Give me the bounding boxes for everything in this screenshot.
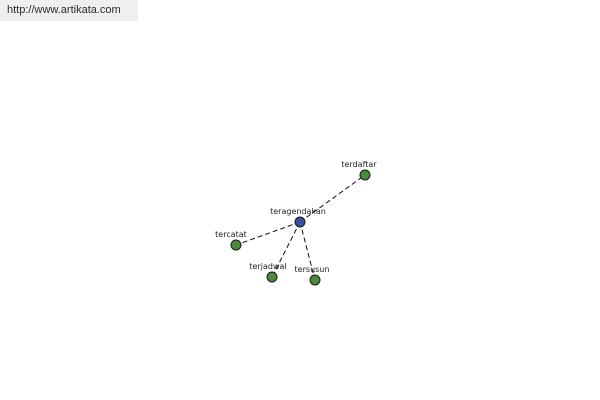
node-terjadwal-label: terjadwal bbox=[249, 262, 286, 271]
label-layer: terdaftar tercatat terjadwal tersusun terage… bbox=[215, 160, 377, 274]
node-tersusun-label: tersusun bbox=[295, 265, 330, 274]
node-tercatat-circle bbox=[230, 239, 242, 251]
edge-tercatat bbox=[235, 221, 301, 246]
node-tersusun-circle bbox=[309, 274, 321, 286]
edge-layer bbox=[235, 174, 366, 281]
edge-tersusun bbox=[299, 221, 316, 281]
node-terdaftar-label: terdaftar bbox=[341, 160, 377, 169]
edge-terdaftar bbox=[299, 174, 366, 223]
node-tercatat-label: tercatat bbox=[215, 230, 247, 239]
edge-terjadwal bbox=[271, 221, 301, 278]
node-center-circle bbox=[294, 216, 306, 228]
node-center-label: teragendakan bbox=[270, 207, 326, 216]
node-layer bbox=[230, 169, 371, 286]
node-terjadwal-circle bbox=[266, 271, 278, 283]
node-terdaftar-circle bbox=[359, 169, 371, 181]
watermark-url: http://www.artikata.com bbox=[0, 0, 138, 21]
